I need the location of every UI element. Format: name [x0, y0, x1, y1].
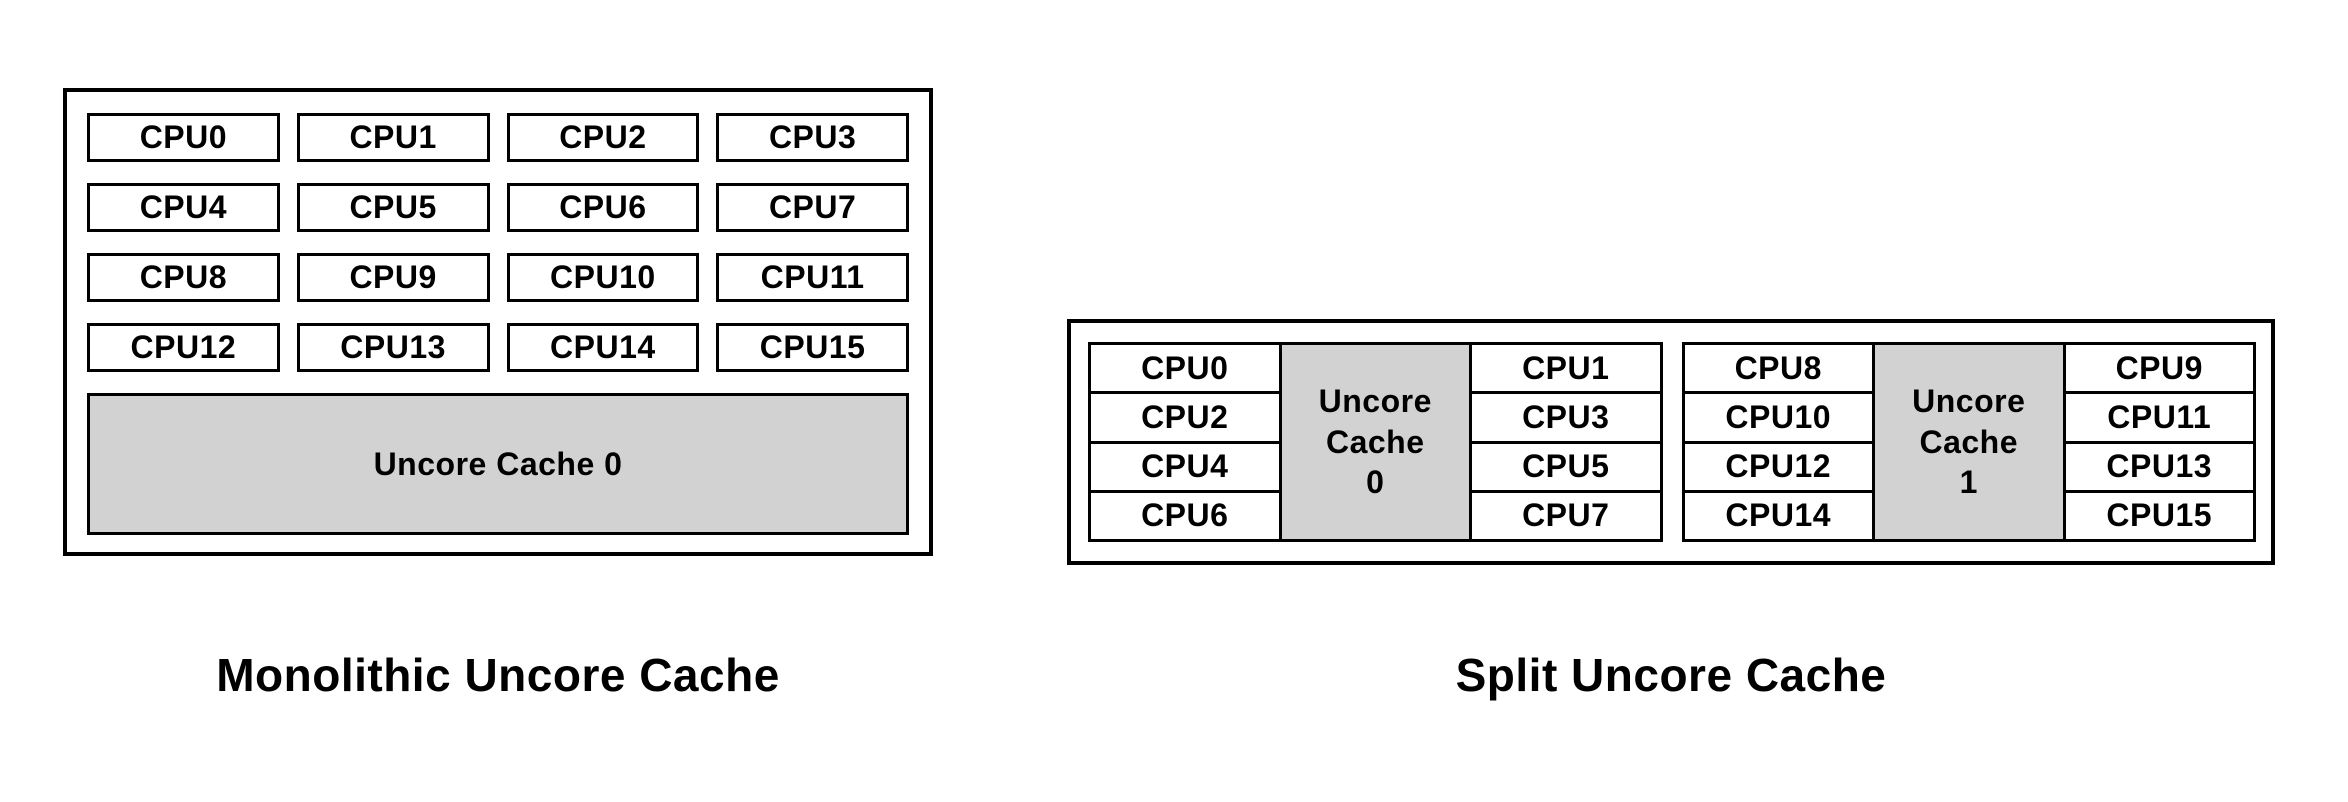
- cpu-cell: CPU0: [1091, 345, 1279, 395]
- cpu-column: CPU0 CPU2 CPU4 CPU6: [1088, 342, 1282, 542]
- cpu-box: CPU5: [296, 183, 490, 232]
- cpu-cell: CPU8: [1684, 345, 1872, 395]
- cpu-box: CPU0: [87, 113, 280, 162]
- cpu-box: CPU6: [506, 183, 700, 232]
- cpu-cell: CPU4: [1091, 444, 1279, 493]
- cpu-cell: CPU9: [2065, 345, 2253, 395]
- cpu-box: CPU2: [506, 113, 700, 162]
- cpu-cell: CPU1: [1472, 345, 1660, 395]
- cpu-cell: CPU15: [2106, 497, 2213, 534]
- cpu-box: CPU15: [716, 323, 909, 372]
- cpu-box: CPU13: [296, 323, 490, 372]
- cpu-box: CPU14: [506, 323, 700, 372]
- cpu-cell: CPU2: [1091, 394, 1279, 444]
- cpu-column: CPU9 CPU11 CPU13 CPU15: [2062, 342, 2256, 542]
- cpu-cell: CPU10: [1684, 394, 1872, 444]
- uncore-cache-1-box: Uncore Cache 1: [1872, 342, 2066, 542]
- cpu-box: CPU10: [506, 253, 700, 302]
- cpu-box: CPU7: [716, 183, 909, 232]
- cpu-cell: CPU13: [2065, 444, 2253, 493]
- split-caption: Split Uncore Cache: [1455, 649, 1887, 701]
- cpu-cell: CPU3: [1472, 394, 1660, 444]
- monolithic-uncore-diagram: CPU0 CPU1 CPU2 CPU3 CPU4 CPU5 CPU6 CPU7 …: [63, 88, 933, 556]
- cpu-box: CPU4: [87, 183, 280, 232]
- split-uncore-diagram: CPU0 CPU2 CPU4 CPU6 Uncore Cache 0 CPU1 …: [1067, 319, 2275, 565]
- cpu-cell: CPU11: [2065, 394, 2253, 444]
- uncore-cache-0-box: Uncore Cache 0: [1278, 342, 1472, 542]
- cpu-cell: CPU7: [1522, 497, 1610, 534]
- split-group-1: CPU8 CPU10 CPU12 CPU14 Uncore Cache 1 CP…: [1681, 342, 2256, 542]
- cpu-box: CPU3: [716, 113, 909, 162]
- cpu-column: CPU8 CPU10 CPU12 CPU14: [1681, 342, 1875, 542]
- uncore-cache-0-box: Uncore Cache 0: [87, 393, 909, 535]
- split-group-0: CPU0 CPU2 CPU4 CPU6 Uncore Cache 0 CPU1 …: [1088, 342, 1663, 542]
- cpu-cell: CPU5: [1472, 444, 1660, 493]
- cpu-cell: CPU6: [1141, 497, 1229, 534]
- cpu-column: CPU1 CPU3 CPU5 CPU7: [1469, 342, 1663, 542]
- cpu-box: CPU8: [87, 253, 280, 302]
- cpu-cell: CPU12: [1684, 444, 1872, 493]
- cpu-cell: CPU14: [1725, 497, 1832, 534]
- cpu-box: CPU11: [716, 253, 909, 302]
- cpu-box: CPU12: [87, 323, 280, 372]
- monolithic-caption: Monolithic Uncore Cache: [216, 649, 780, 701]
- cpu-box: CPU1: [296, 113, 490, 162]
- cpu-grid: CPU0 CPU1 CPU2 CPU3 CPU4 CPU5 CPU6 CPU7 …: [87, 113, 909, 372]
- cpu-box: CPU9: [296, 253, 490, 302]
